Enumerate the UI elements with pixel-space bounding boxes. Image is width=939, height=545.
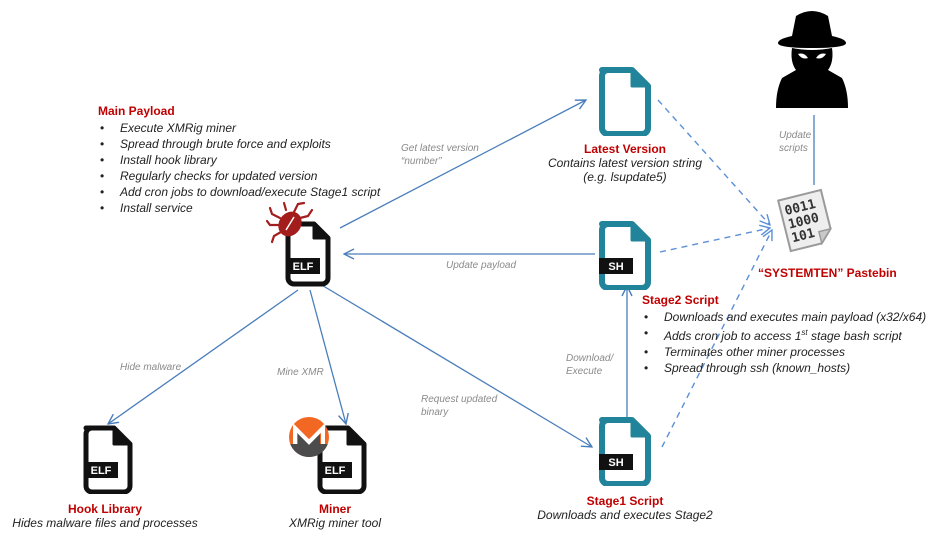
miner-label: Miner XMRig miner tool — [235, 502, 435, 530]
elf-file-icon: ELF — [285, 221, 331, 287]
hacker-silhouette-icon — [776, 11, 848, 108]
miner-title: Miner — [318, 502, 351, 516]
edge-label-update-scripts: Update scripts — [779, 130, 812, 154]
miner-desc: XMRig miner tool — [288, 516, 382, 530]
teal-sh-file-icon: SH — [599, 417, 651, 487]
stage2-title: Stage2 Script — [642, 293, 719, 307]
elf-badge: ELF — [325, 465, 346, 477]
elf-file-icon: ELF — [83, 425, 133, 495]
pastebin-node[interactable]: 0011 1000 101 — [774, 186, 842, 256]
elf-badge: ELF — [91, 465, 112, 477]
stage2-bullet: Downloads and executes main payload (x32… — [642, 309, 926, 325]
sh-badge: SH — [608, 261, 623, 273]
edge-hide-malware — [108, 289, 299, 424]
latest-version-title: Latest Version — [583, 142, 667, 156]
hook-library-title: Hook Library — [67, 502, 142, 516]
stage1-label: Stage1 Script Downloads and executes Sta… — [520, 494, 730, 522]
binary-document-icon: 0011 1000 101 — [776, 188, 833, 253]
teal-file-icon — [599, 67, 651, 137]
edge-dashed-stage2 — [659, 228, 770, 253]
main-payload-bullet: Add cron jobs to download/execute Stage1… — [98, 184, 380, 200]
hook-library-label: Hook Library Hides malware files and pro… — [0, 502, 210, 530]
pastebin-title: “SYSTEMTEN” Pastebin — [758, 266, 897, 280]
edge-request-updated-binary — [319, 283, 592, 447]
main-payload-bullets: Execute XMRig miner Spread through brute… — [98, 120, 380, 216]
stage2-node[interactable]: SH — [596, 220, 652, 291]
main-payload-bullet: Execute XMRig miner — [98, 120, 380, 136]
stage2-bullet: Spread through ssh (known_hosts) — [642, 360, 926, 376]
stage2-bullet: Adds cron job to access 1st stage bash s… — [642, 325, 926, 344]
edge-get-latest-version — [339, 100, 586, 229]
latest-version-desc: Contains latest version string — [547, 156, 703, 170]
teal-sh-file-icon: SH — [599, 221, 651, 291]
edge-label-get-latest-version: Get latest version “number” — [401, 143, 479, 167]
main-payload-bullet: Install hook library — [98, 152, 380, 168]
hook-library-desc: Hides malware files and processes — [12, 516, 198, 530]
edge-dashed-latest-version — [657, 99, 770, 225]
latest-version-desc-example: (e.g. lsupdate5) — [583, 170, 667, 184]
edge-label-request-updated-binary: Request updated binary — [421, 394, 498, 418]
miner-node[interactable]: ELF — [288, 416, 374, 496]
latest-version-label: Latest Version Contains latest version s… — [520, 142, 730, 184]
stage2-bullet: Terminates other miner processes — [642, 344, 926, 360]
edge-label-download-execute: Download/ Execute — [566, 353, 614, 377]
stage1-node[interactable]: SH — [596, 416, 652, 487]
elf-badge: ELF — [293, 261, 314, 273]
main-payload-description: Main Payload Execute XMRig miner Spread … — [98, 104, 380, 216]
stage1-desc: Downloads and executes Stage2 — [537, 508, 713, 522]
stage2-description: Stage2 Script Downloads and executes mai… — [642, 293, 926, 376]
bug-icon — [266, 201, 314, 244]
edge-label-update-payload: Update payload — [446, 260, 517, 271]
edge-label-hide-malware: Hide malware — [120, 362, 182, 373]
main-payload-bullet: Install service — [98, 200, 380, 216]
main-payload-node[interactable]: ELF — [266, 198, 346, 290]
main-payload-bullet: Spread through brute force and exploits — [98, 136, 380, 152]
stage2-bullets: Downloads and executes main payload (x32… — [642, 309, 926, 376]
attacker-node[interactable] — [772, 8, 852, 110]
stage1-title: Stage1 Script — [586, 494, 664, 508]
edge-mine-xmr — [309, 289, 346, 424]
main-payload-bullet: Regularly checks for updated version — [98, 168, 380, 184]
sh-badge: SH — [608, 457, 623, 469]
hook-library-node[interactable]: ELF — [78, 424, 138, 495]
binary-line: 0011 — [783, 197, 817, 219]
monero-logo-icon — [289, 417, 329, 457]
binary-line: 1000 — [787, 210, 821, 232]
edge-label-mine-xmr: Mine XMR — [277, 367, 324, 378]
binary-line: 101 — [790, 226, 817, 246]
latest-version-node[interactable] — [596, 66, 652, 137]
main-payload-title: Main Payload — [98, 104, 175, 118]
